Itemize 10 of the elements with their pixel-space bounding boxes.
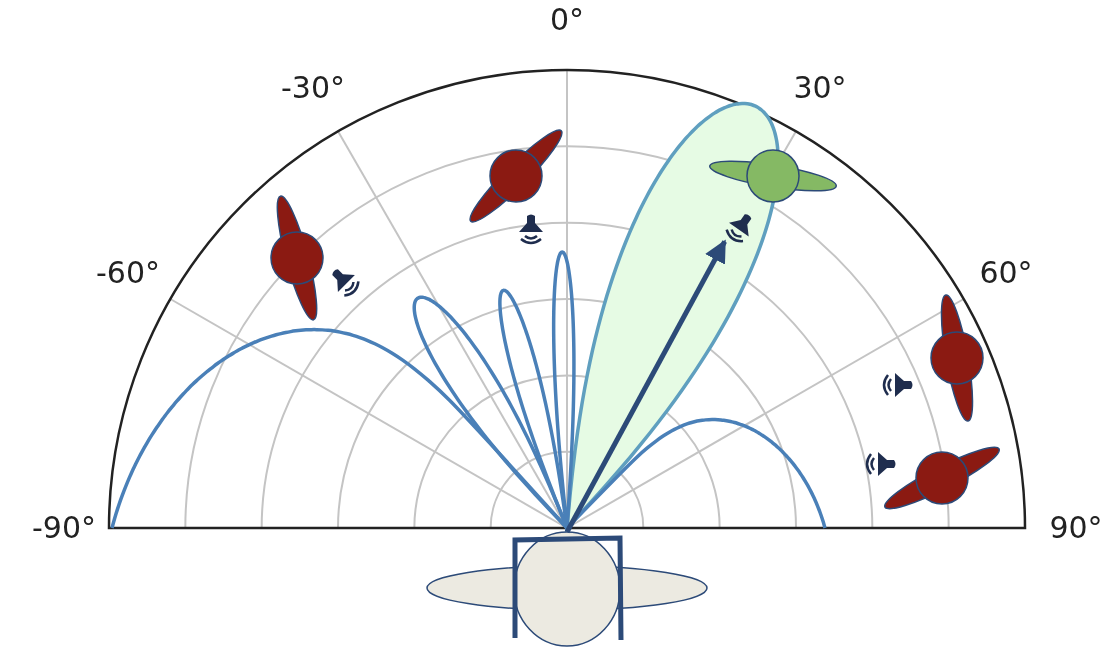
angle-label: -30° [281,73,345,103]
angle-label: 60° [979,258,1033,288]
angle-label: 90° [1049,513,1103,543]
angle-label: -60° [96,258,160,288]
angle-label: 30° [793,73,847,103]
angle-label: 0° [549,5,585,35]
arrow [564,239,727,534]
base-drone-drawing [426,531,708,647]
angle-label: -90° [32,513,96,543]
speaker-icon [725,214,752,243]
